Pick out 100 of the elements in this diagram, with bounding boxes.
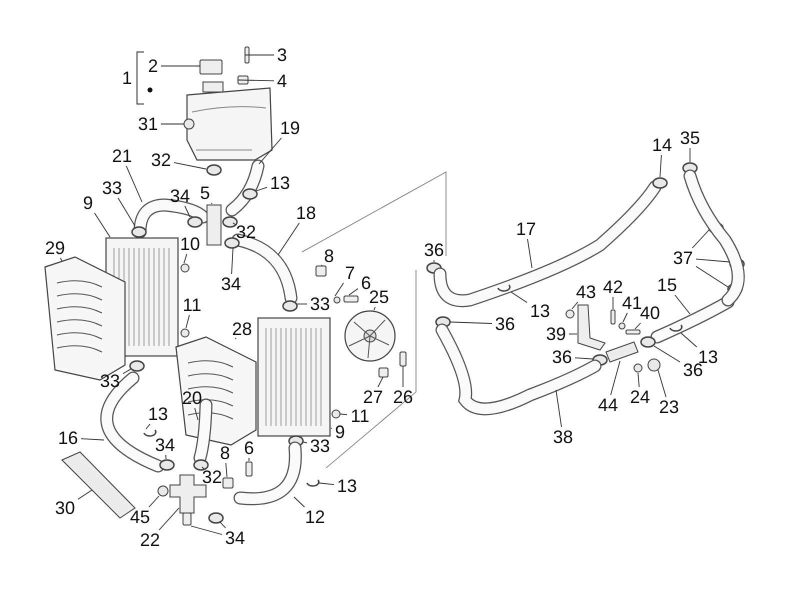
callout-number: 9 [83, 194, 93, 212]
hose-clamp [640, 336, 656, 348]
leader-line [658, 370, 666, 398]
leader-line [510, 292, 528, 303]
callout-number: 41 [622, 294, 642, 312]
leader-line [278, 222, 300, 256]
callout-number: 45 [130, 508, 150, 526]
callout-number: 11 [182, 296, 202, 314]
clip-nut [222, 478, 234, 488]
leader-line [126, 166, 142, 202]
hose [234, 442, 302, 506]
leader-line [696, 266, 728, 288]
leader-line [220, 522, 226, 528]
leader-line [692, 230, 710, 248]
leader-line [318, 482, 334, 486]
hose [226, 160, 264, 216]
leader-line [674, 294, 690, 314]
leader-line [80, 438, 104, 440]
hose-clamp [206, 164, 222, 176]
nut [566, 310, 574, 318]
callout-number: 2 [148, 57, 158, 75]
callout-number: 23 [658, 398, 680, 416]
leader-line [527, 238, 532, 268]
callout-number: 11 [350, 407, 370, 425]
leader-line [210, 202, 212, 204]
callout-number: 18 [296, 204, 316, 222]
leader-line [622, 312, 628, 322]
leader-line [378, 376, 384, 388]
callout-number: 34 [170, 187, 190, 205]
callout-number: 13 [148, 405, 168, 423]
leader-line [225, 462, 228, 478]
leader-line [148, 496, 160, 508]
callout-number: 9 [335, 423, 345, 441]
tank-fitting [184, 118, 194, 130]
leader-line [294, 496, 305, 508]
callout-number: 21 [112, 147, 132, 165]
washer [618, 322, 626, 330]
leader-line [231, 248, 234, 274]
leader-line [680, 332, 698, 348]
leader-line [60, 258, 62, 262]
leader-line [190, 526, 222, 535]
leader-line [574, 357, 594, 360]
leader-line [184, 206, 190, 218]
bolt [400, 352, 406, 366]
callout-number: 29 [44, 239, 66, 257]
leader-line [402, 366, 404, 388]
callout-number: 36 [552, 348, 572, 366]
leader-line [78, 490, 92, 500]
callout-number: 44 [598, 396, 618, 414]
hose-clamp [282, 300, 298, 312]
leader-line [340, 414, 348, 416]
callout-number: 28 [232, 320, 252, 338]
leader-line [256, 186, 268, 192]
callout-number: 37 [672, 249, 694, 267]
hose-clamp [193, 459, 209, 471]
leader-line [660, 154, 662, 178]
leader-line [94, 212, 110, 238]
callout-number: 7 [345, 264, 355, 282]
callout-number: 33 [100, 372, 120, 390]
callout-number: 6 [244, 439, 254, 457]
leader-line [194, 408, 198, 420]
mounting-bracket [378, 368, 388, 378]
callout-number: 40 [640, 304, 660, 322]
leader-line [202, 466, 204, 470]
tee-fitting [206, 204, 222, 246]
hose-clamp [208, 512, 224, 524]
leader-line [638, 372, 640, 388]
bolt [344, 296, 358, 302]
leader-line [232, 222, 236, 226]
callout-number: 36 [424, 241, 444, 259]
callout-number: 34 [220, 275, 242, 293]
leader-line [450, 322, 492, 324]
hose-clamp [592, 354, 608, 366]
hose-clamp [426, 262, 442, 274]
callout-number: 13 [336, 477, 358, 495]
washer [634, 364, 642, 372]
callout-number: 16 [58, 429, 78, 447]
bolt [180, 264, 190, 272]
hose-clamp [222, 216, 238, 228]
callout-number: 34 [224, 529, 246, 547]
callout-number: 24 [630, 388, 650, 406]
leader-line [122, 368, 132, 374]
nut [180, 328, 190, 338]
expansion-tank [186, 82, 273, 161]
mounting-bracket [578, 304, 606, 351]
callout-number: 31 [138, 115, 158, 133]
hose-clamp [224, 237, 240, 249]
washer [334, 296, 340, 304]
clip-nut [238, 76, 248, 84]
callout-number: 25 [368, 288, 390, 306]
callout-number: 38 [552, 428, 574, 446]
callout-number: 34 [154, 436, 176, 454]
callout-number: 12 [304, 508, 326, 526]
leader-line [165, 454, 166, 460]
leader-line [158, 508, 180, 530]
temperature-sensor [648, 358, 660, 372]
hose-clamp [129, 360, 145, 372]
callout-number: 36 [494, 315, 516, 333]
leader-line [612, 296, 614, 310]
callout-number: 26 [392, 388, 414, 406]
